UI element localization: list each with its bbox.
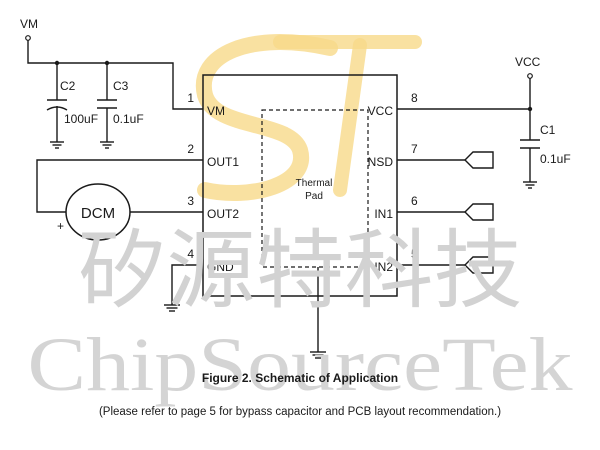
motor-label: DCM bbox=[81, 205, 115, 222]
figure-caption-note: (Please refer to page 5 for bypass capac… bbox=[98, 406, 502, 418]
pin-number-6: 6 bbox=[411, 194, 418, 208]
pin-name-in2: IN2 bbox=[374, 260, 393, 274]
in2-input-connector bbox=[397, 256, 494, 274]
ground-icon bbox=[310, 351, 326, 359]
ground-icon bbox=[164, 304, 180, 312]
pin-number-2: 2 bbox=[187, 142, 194, 156]
pin-number-8: 8 bbox=[411, 91, 418, 105]
pin-name-vcc: VCC bbox=[368, 104, 394, 118]
gnd-wire bbox=[171, 264, 203, 305]
capacitor-c3 bbox=[97, 63, 117, 149]
thermal-pad bbox=[261, 109, 369, 268]
c1-value-label: 0.1uF bbox=[540, 152, 571, 166]
capacitor-c1 bbox=[520, 109, 540, 189]
out1-wire bbox=[36, 159, 203, 213]
thermal-pad-label-1: Thermal bbox=[296, 178, 333, 189]
pin-number-3: 3 bbox=[187, 194, 194, 208]
c3-value-label: 0.1uF bbox=[113, 112, 144, 126]
nsd-input-connector bbox=[397, 151, 494, 169]
capacitor-c2 bbox=[46, 63, 68, 149]
ic-body bbox=[202, 74, 398, 297]
vcc-terminal-icon bbox=[527, 73, 533, 79]
vm-rail-label: VM bbox=[20, 17, 38, 31]
pin-number-5: 5 bbox=[411, 247, 418, 261]
pin-number-7: 7 bbox=[411, 142, 418, 156]
chinese-watermark: 矽源特科技 bbox=[78, 221, 523, 321]
in1-input-connector bbox=[397, 203, 494, 221]
logo-watermark bbox=[195, 34, 422, 201]
pin-name-out2: OUT2 bbox=[207, 207, 239, 221]
motor-dcm bbox=[65, 183, 131, 241]
pin-number-4: 4 bbox=[187, 247, 194, 261]
vm-wire bbox=[27, 40, 203, 110]
pin-name-vm: VM bbox=[207, 104, 225, 118]
english-watermark: ChipSourceTek bbox=[28, 323, 573, 407]
c2-ref-label: C2 bbox=[60, 79, 76, 93]
pin-name-nsd: NSD bbox=[368, 155, 394, 169]
pin-name-gnd: GND bbox=[207, 260, 234, 274]
figure-caption-title: Figure 2. Schematic of Application bbox=[201, 371, 399, 385]
pin-number-1: 1 bbox=[187, 91, 194, 105]
c2-value-label: 100uF bbox=[64, 112, 98, 126]
vcc-rail-label: VCC bbox=[515, 55, 541, 69]
thermal-pad-label-2: Pad bbox=[305, 191, 323, 202]
pin-name-in1: IN1 bbox=[374, 207, 393, 221]
c1-ref-label: C1 bbox=[540, 123, 556, 137]
vm-terminal-icon bbox=[25, 35, 31, 41]
motor-polarity-label: + bbox=[57, 219, 64, 233]
pin-name-out1: OUT1 bbox=[207, 155, 239, 169]
c3-ref-label: C3 bbox=[113, 79, 129, 93]
